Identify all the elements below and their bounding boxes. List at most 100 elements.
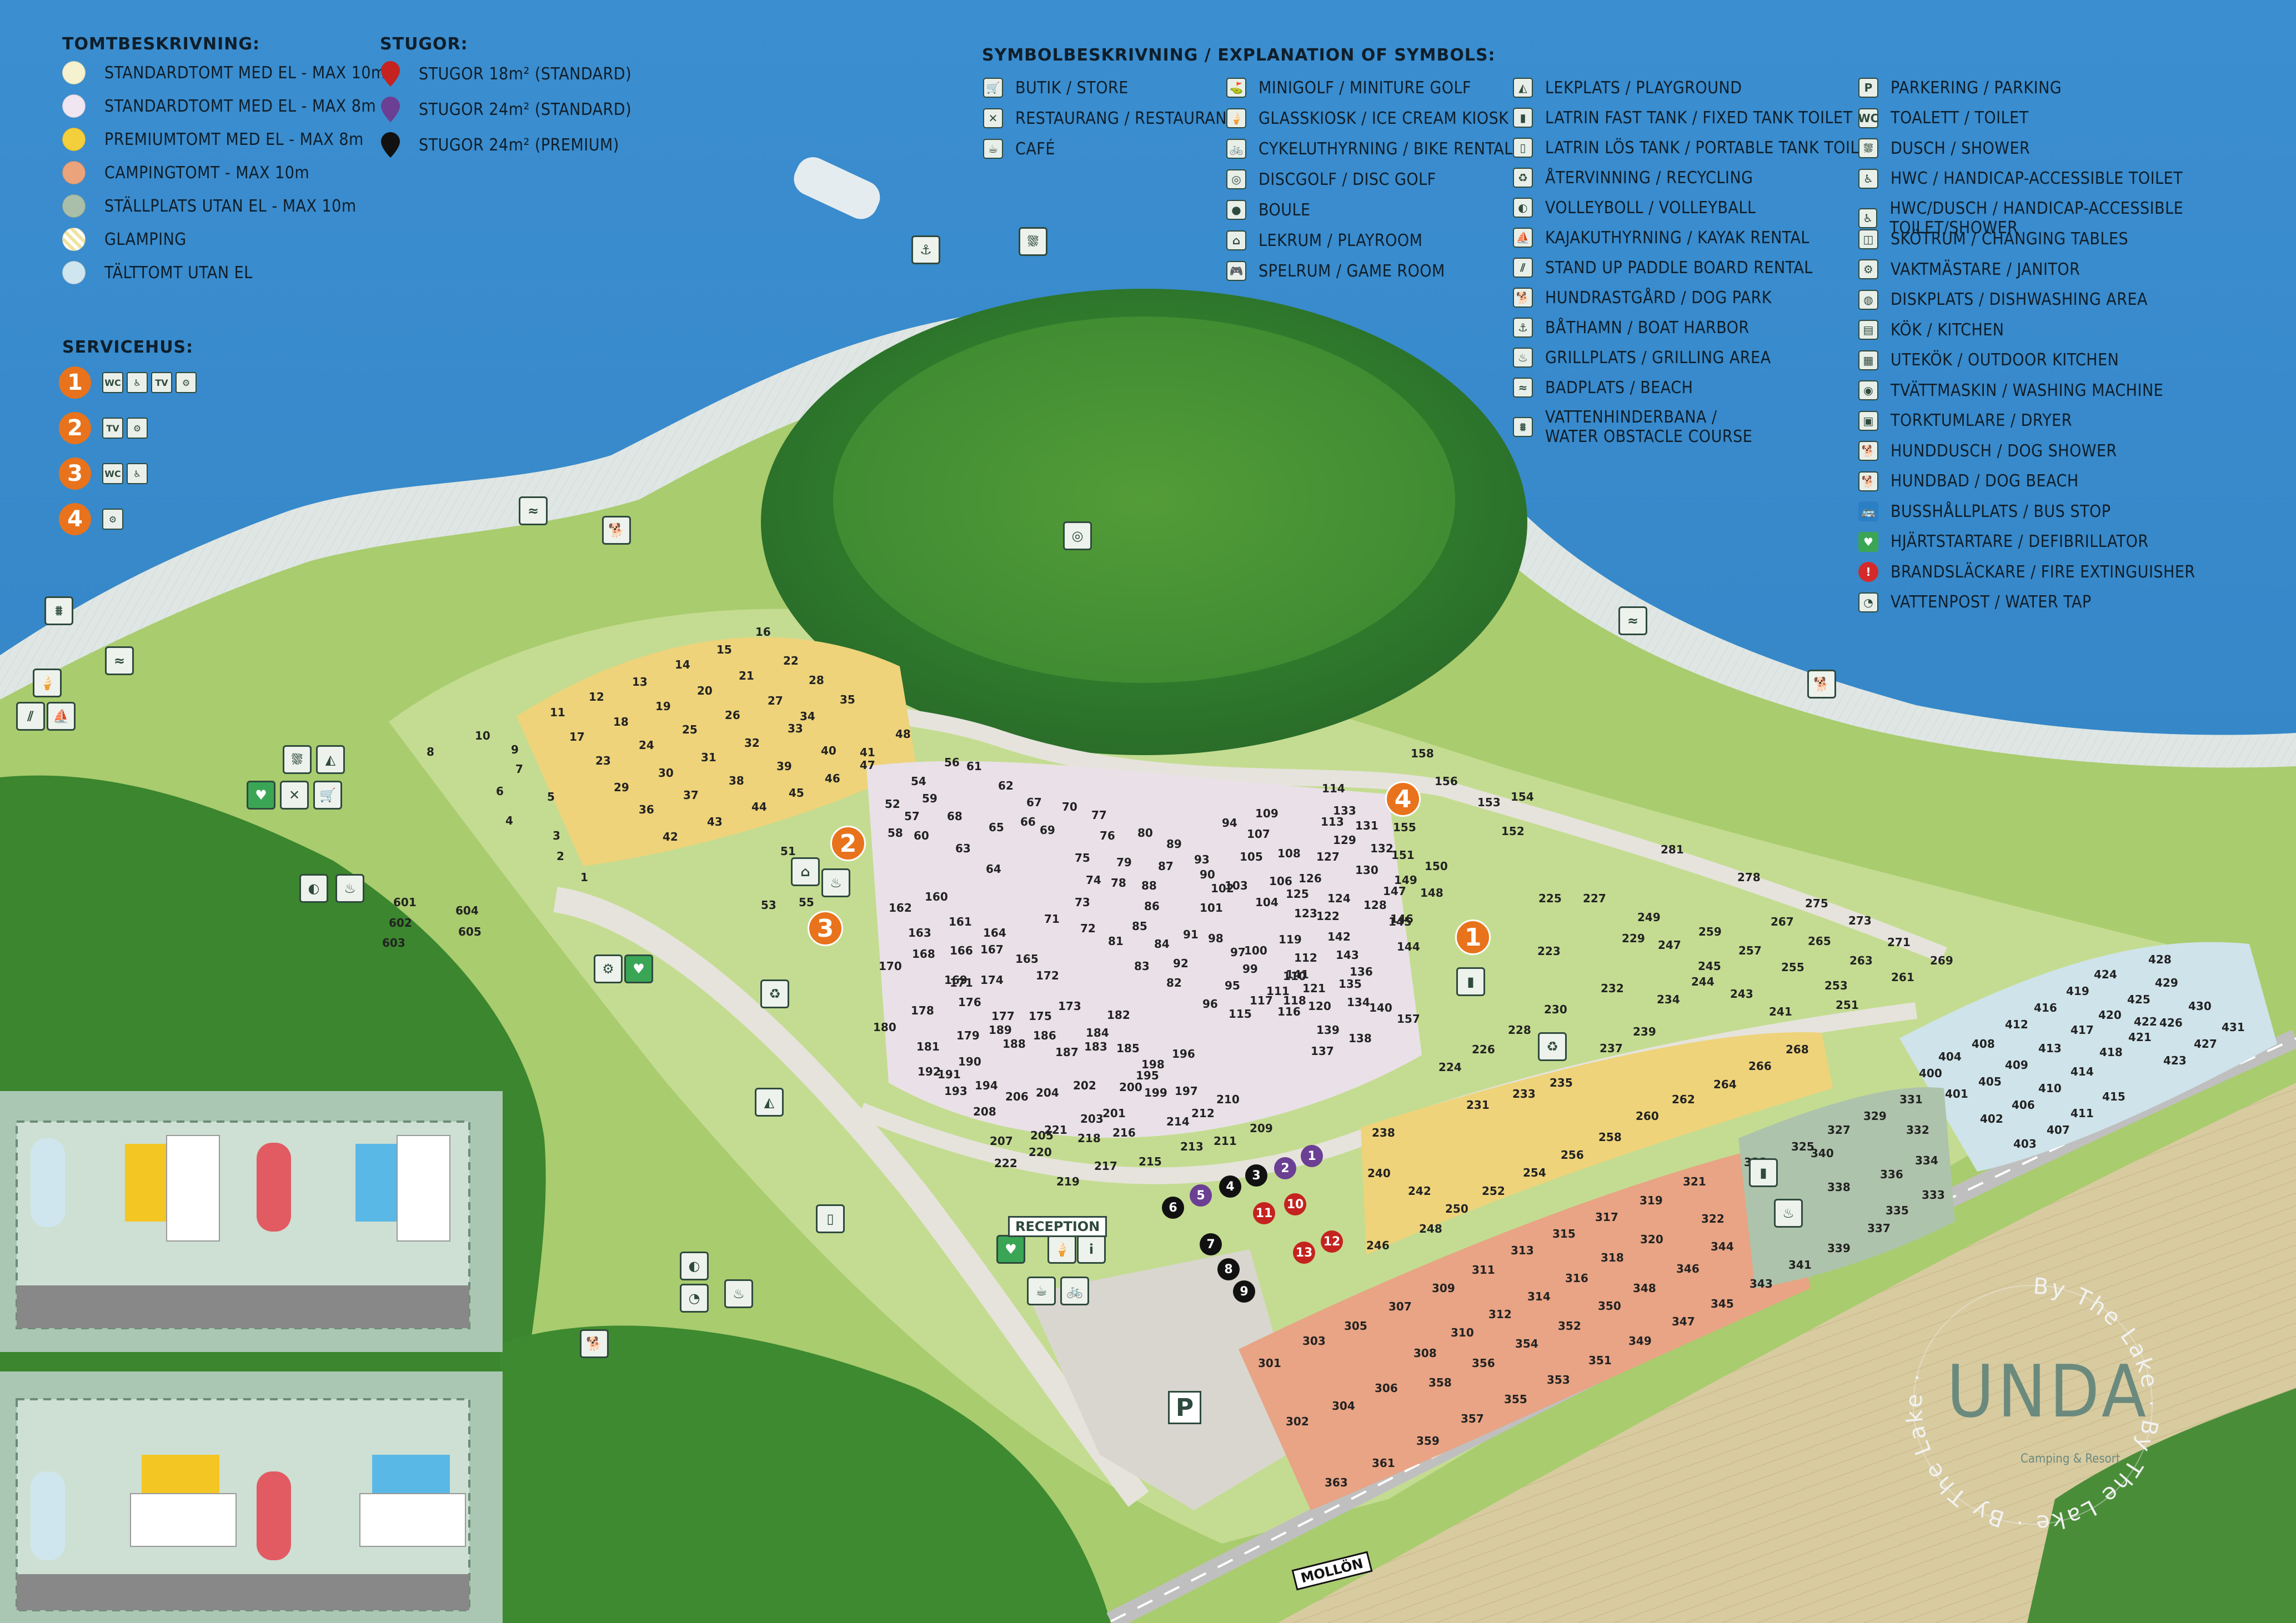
map-amenity-icon[interactable]: ♻: [760, 979, 789, 1008]
map-amenity-icon[interactable]: ♨: [724, 1279, 753, 1308]
site-number: 89: [1166, 837, 1182, 851]
map-amenity-icon[interactable]: ♥: [996, 1235, 1025, 1264]
map-amenity-icon[interactable]: ☕: [1027, 1277, 1056, 1305]
symbol-legend-label: VOLLEYBOLL / VOLLEYBALL: [1545, 198, 1756, 218]
map-amenity-icon[interactable]: i: [1077, 1235, 1106, 1264]
map-amenity-icon[interactable]: 🚲: [1060, 1277, 1089, 1305]
map-amenity-icon[interactable]: 🍦: [33, 669, 62, 697]
cabin-marker[interactable]: 3: [1245, 1164, 1267, 1187]
site-number: 47: [860, 758, 875, 772]
site-number: 154: [1511, 790, 1534, 803]
car-red: [257, 1143, 291, 1232]
map-amenity-icon[interactable]: ⚙: [594, 954, 623, 983]
map-amenity-icon[interactable]: ▯: [816, 1204, 845, 1233]
map-amenity-icon[interactable]: ⛆: [1019, 227, 1047, 256]
site-number: 431: [2222, 1021, 2245, 1034]
map-amenity-icon[interactable]: 🍦: [1047, 1235, 1076, 1264]
map-amenity-icon[interactable]: ♥: [624, 954, 653, 983]
site-number: 23: [595, 754, 611, 767]
map-amenity-icon[interactable]: 🐕: [580, 1329, 609, 1358]
map-amenity-icon[interactable]: ◭: [755, 1088, 784, 1117]
site-number: 191: [938, 1068, 961, 1081]
symbol-legend-label: GRILLPLATS / GRILLING AREA: [1545, 348, 1771, 368]
symbol-legend-label: KAJAKUTHYRNING / KAYAK RENTAL: [1545, 228, 1809, 248]
site-number: 273: [1848, 914, 1872, 927]
symbol-legend-label: BRANDSLÄCKARE / FIRE EXTINGUISHER: [1891, 562, 2195, 582]
site-number: 19: [655, 700, 671, 713]
site-number: 230: [1544, 1003, 1567, 1016]
map-amenity-icon[interactable]: 🛒: [313, 781, 342, 810]
map-amenity-icon[interactable]: ♨: [1774, 1199, 1803, 1228]
map-amenity-icon[interactable]: ✕: [280, 781, 309, 810]
car-white-2: [31, 1471, 65, 1560]
service-house-badge[interactable]: 4: [1385, 781, 1421, 817]
site-number: 401: [1945, 1087, 1968, 1101]
map-amenity-icon[interactable]: 🐕: [1807, 670, 1836, 699]
map-amenity-icon[interactable]: ⚓: [911, 235, 940, 264]
site-number: 348: [1633, 1282, 1656, 1295]
map-amenity-icon[interactable]: ⛆: [283, 745, 312, 774]
map-amenity-icon[interactable]: ≈: [105, 646, 134, 675]
map-amenity-icon[interactable]: ♨: [335, 874, 364, 903]
symbol-icon: 🍦: [1226, 108, 1246, 128]
map-amenity-icon[interactable]: ⛵: [47, 702, 76, 731]
cabin-marker[interactable]: 11: [1253, 1202, 1275, 1224]
site-number: 202: [1073, 1079, 1096, 1092]
site-number: 207: [990, 1134, 1013, 1148]
map-amenity-icon[interactable]: ♻: [1538, 1032, 1567, 1061]
map-amenity-icon[interactable]: ◎: [1063, 521, 1092, 550]
map-amenity-icon[interactable]: ≈: [1618, 606, 1647, 635]
symbol-legend-row: ▮LATRIN FAST TANK / FIXED TANK TOILET: [1513, 108, 1853, 128]
map-amenity-icon[interactable]: 🐕: [602, 516, 631, 545]
map-amenity-icon[interactable]: ◐: [299, 874, 328, 903]
symbol-legend-row: ▯LATRIN LÖS TANK / PORTABLE TANK TOILET: [1513, 138, 1878, 158]
symbol-icon: ◎: [1226, 169, 1246, 189]
service-house-badge[interactable]: 1: [1455, 919, 1491, 955]
service-house-number: 4: [59, 503, 91, 535]
site-number: 248: [1419, 1222, 1442, 1235]
site-number: 92: [1173, 957, 1189, 970]
symbol-legend-row: ♥HJÄRTSTARTARE / DEFIBRILLATOR: [1858, 531, 2149, 552]
map-amenity-icon[interactable]: ≈: [519, 496, 548, 525]
site-number: 195: [1136, 1069, 1159, 1082]
map-amenity-icon[interactable]: ⫽: [16, 702, 45, 731]
cabin-marker[interactable]: 8: [1217, 1258, 1240, 1280]
cabin-marker[interactable]: 2: [1274, 1157, 1296, 1179]
cabin-marker[interactable]: 9: [1233, 1280, 1255, 1303]
cabin-marker[interactable]: 6: [1162, 1197, 1184, 1219]
site-number: 244: [1691, 975, 1715, 988]
map-amenity-icon[interactable]: ▮: [1749, 1158, 1778, 1187]
cabin-marker[interactable]: 1: [1301, 1145, 1323, 1167]
map-amenity-icon[interactable]: ⌂: [791, 857, 820, 886]
site-number: 229: [1622, 932, 1645, 945]
cabin-marker[interactable]: 7: [1200, 1233, 1222, 1255]
site-number: 258: [1598, 1130, 1622, 1144]
map-amenity-icon[interactable]: ♥: [247, 781, 275, 810]
site-number: 302: [1286, 1415, 1309, 1428]
map-amenity-icon[interactable]: ◔: [680, 1284, 709, 1313]
map-amenity-icon[interactable]: ◐: [680, 1252, 709, 1280]
symbol-icon: ≈: [1513, 378, 1533, 398]
map-amenity-icon[interactable]: ▮: [1456, 967, 1485, 996]
cabin-marker[interactable]: 13: [1293, 1242, 1315, 1264]
site-legend-label: STANDARDTOMT MED EL - MAX 10m: [104, 63, 386, 83]
map-amenity-icon[interactable]: ♨: [821, 868, 850, 897]
farm-field: [1277, 1083, 2296, 1623]
cabin-marker[interactable]: 4: [1219, 1175, 1241, 1198]
map-pin-icon: [381, 132, 400, 158]
site-number: 69: [1040, 823, 1055, 837]
caravan-white: [166, 1135, 220, 1242]
map-amenity-icon[interactable]: ◭: [316, 745, 345, 774]
site-legend-label: STANDARDTOMT MED EL - MAX 8m: [104, 96, 377, 116]
site-number: 183: [1084, 1040, 1107, 1053]
cabin-marker[interactable]: 12: [1321, 1230, 1343, 1253]
service-house-badge[interactable]: 2: [830, 826, 866, 861]
cabin-marker[interactable]: 10: [1284, 1193, 1306, 1215]
map-amenity-icon[interactable]: ⩩: [44, 596, 73, 625]
site-number: 60: [914, 829, 929, 842]
cabin-marker[interactable]: 5: [1190, 1184, 1212, 1207]
site-number: 37: [683, 788, 699, 802]
service-house-badge[interactable]: 3: [808, 911, 843, 946]
site-number: 135: [1339, 977, 1362, 991]
awning-blue: [355, 1144, 400, 1222]
